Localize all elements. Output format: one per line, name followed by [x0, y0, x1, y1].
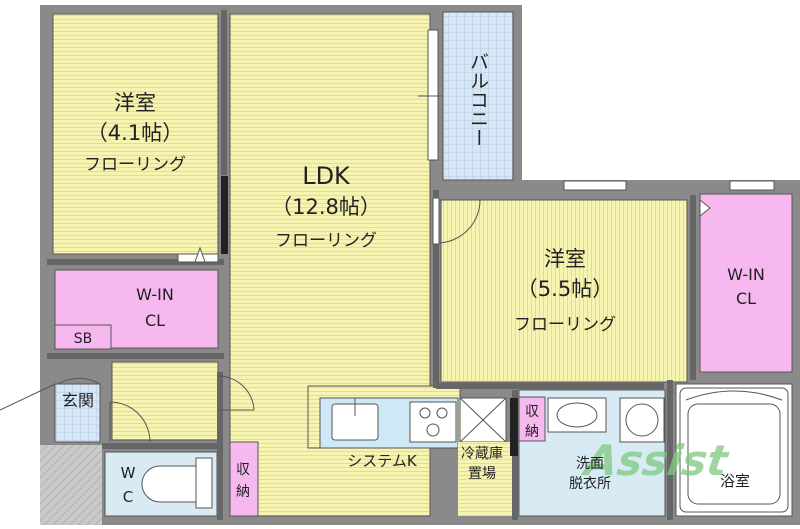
toilet-line1: W: [121, 464, 136, 482]
storage-1-line1: 収: [236, 462, 250, 478]
balcony: [442, 11, 514, 181]
walk-in-closet-2: [699, 193, 793, 373]
storage-1-line2: 納: [236, 484, 250, 500]
bathtub-icon: [679, 387, 789, 513]
washroom-line1: 洗面: [576, 456, 604, 472]
inner-walls: [47, 10, 696, 520]
ldk-floor: フローリング: [275, 231, 377, 251]
ldk-size: （12.8帖）: [271, 195, 381, 219]
entrance-label: 玄関: [62, 391, 94, 410]
storage-1: [229, 441, 259, 517]
fridge-area-floor: [458, 442, 514, 516]
windows: [418, 29, 775, 191]
fridge-line2: 置場: [468, 466, 496, 482]
washing-machine-icon: [619, 397, 665, 443]
walk-in-closet-1-line2: CL: [145, 311, 165, 330]
doors: [0, 197, 711, 443]
storage-2-line1: 収: [525, 404, 539, 420]
entrance: [54, 383, 101, 443]
sink-icon: [331, 398, 379, 441]
storage-2-line2: 納: [525, 424, 539, 440]
stove-icon: [409, 401, 457, 443]
toilet-line2: C: [123, 488, 133, 506]
watermark-text: Assist: [579, 436, 733, 485]
western-room-2-size: （5.5帖）: [517, 277, 613, 301]
shoe-box-label: SB: [74, 331, 93, 347]
watermark-logo: Assist: [579, 436, 733, 485]
ldk-name: LDK: [302, 162, 351, 190]
bathroom-label: 浴室: [720, 472, 750, 490]
exterior-area: [40, 445, 102, 525]
system-kitchen-label: システムK: [347, 452, 418, 470]
washroom-line2: 脱衣所: [569, 476, 611, 492]
wall-post: [510, 398, 518, 456]
balcony-label: バルコニー: [467, 52, 489, 147]
western-room-1-size: （4.1帖）: [87, 121, 183, 145]
western-room-2-floor: フローリング: [514, 315, 616, 335]
walk-in-closet-2-line2: CL: [736, 289, 756, 308]
wall-post: [221, 176, 228, 254]
western-room-1-floor: フローリング: [84, 155, 186, 175]
shoe-box: [54, 324, 112, 350]
western-room-1-name: 洋室: [114, 91, 156, 115]
fridge-line1: 冷蔵庫: [461, 445, 503, 462]
western-room-2-name: 洋室: [544, 247, 586, 271]
western-room-1: [52, 13, 219, 255]
washbasin-icon: [547, 397, 607, 433]
labels: 洋室 （4.1帖） フローリング LDK （12.8帖） フローリング バルコニ…: [62, 52, 765, 506]
western-room-2: [440, 199, 688, 383]
walk-in-closet-2-line1: W-IN: [727, 265, 765, 284]
toilet-icon: [141, 457, 213, 509]
walk-in-closet-1-line1: W-IN: [136, 285, 174, 304]
hallway: [111, 361, 219, 441]
